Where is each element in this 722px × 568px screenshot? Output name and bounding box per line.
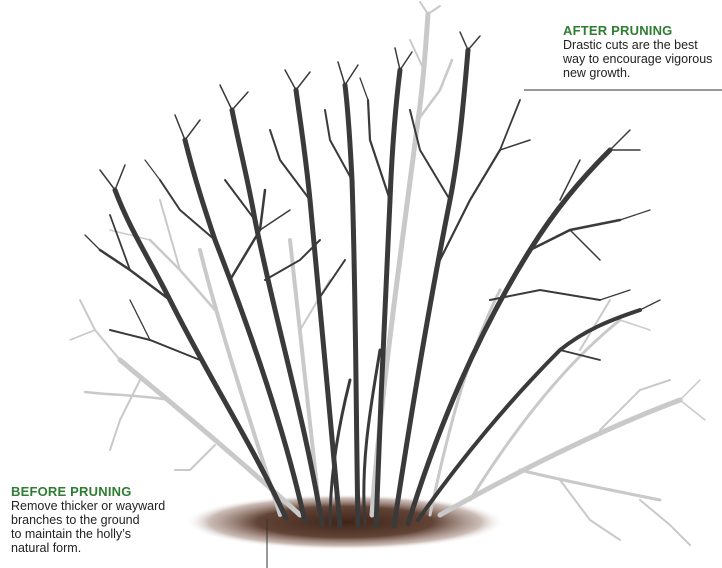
before-pruning-heading: BEFORE PRUNING bbox=[11, 485, 231, 499]
after-pruning-text: Drastic cuts are the best way to encoura… bbox=[563, 38, 722, 80]
soil-mound bbox=[185, 494, 505, 550]
after-pruning-heading: AFTER PRUNING bbox=[563, 24, 722, 38]
before-pruning-text: Remove thicker or wayward branches to th… bbox=[11, 499, 231, 555]
before-pruning-callout: BEFORE PRUNING Remove thicker or wayward… bbox=[11, 485, 231, 555]
retained-branches bbox=[85, 32, 660, 526]
after-pruning-callout: AFTER PRUNING Drastic cuts are the best … bbox=[563, 24, 722, 80]
